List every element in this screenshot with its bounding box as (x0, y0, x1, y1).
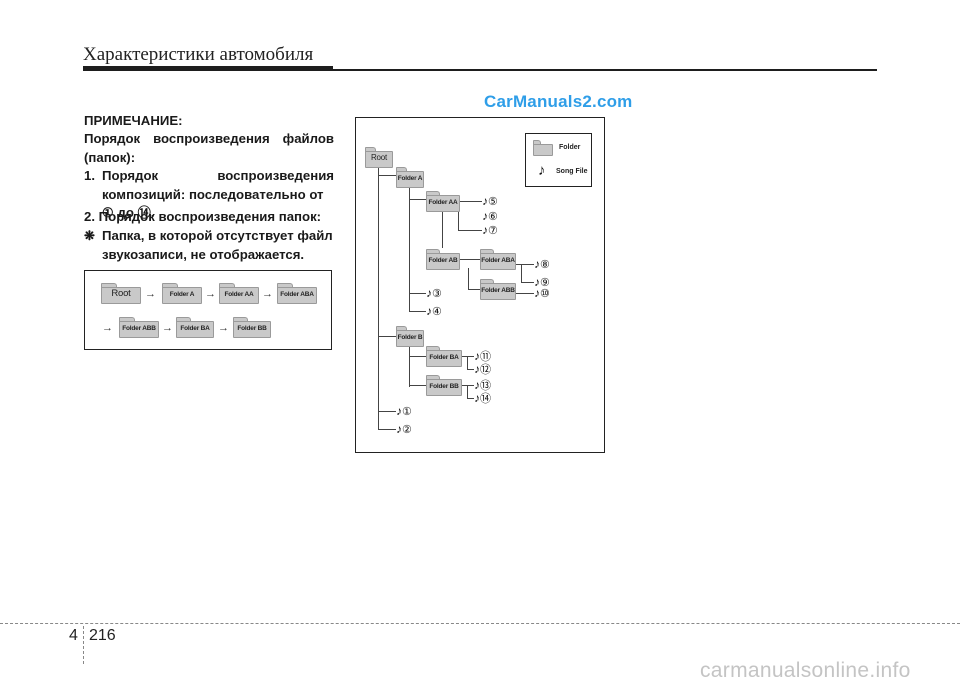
tree-folder-abb: Folder ABB (480, 279, 516, 300)
legend-song-icon: ♪ (538, 162, 546, 179)
seq-folder-bb: Folder BB (233, 317, 271, 338)
note-item-2: 2. Порядок воспроизведения папок: (84, 209, 322, 224)
watermark-bottom[interactable]: carmanualsonline.info (700, 659, 911, 682)
tree-folder-ab: Folder AB (426, 249, 460, 270)
tree-line (378, 175, 396, 176)
tree-line (458, 230, 482, 231)
tree-line (467, 398, 474, 399)
watermark-top[interactable]: CarManuals2.com (484, 92, 633, 111)
note-item-3-line2: звукозаписи, не отображается. (102, 246, 305, 262)
tree-song-14: ♪⑭ (474, 391, 491, 405)
tree-song-3: ♪③ (426, 286, 442, 300)
note-item-1-line3: ① до ⑭. (102, 205, 155, 220)
page-number: 216 (89, 627, 116, 644)
tree-line (458, 201, 459, 231)
tree-line (458, 201, 482, 202)
tree-song-2: ♪② (396, 422, 412, 436)
tree-folder-root: Root (365, 147, 393, 168)
tree-song-4: ♪④ (426, 304, 442, 318)
tree-line (378, 429, 396, 430)
tree-line (516, 293, 534, 294)
note-item-3: ❋ Папка, в которой отсутствует файл звук… (84, 227, 334, 264)
note-item-1-number: 1. (84, 168, 95, 183)
tree-song-12: ♪⑫ (474, 362, 491, 376)
seq-folder-ba: Folder BA (176, 317, 214, 338)
tree-line (467, 356, 468, 370)
tree-line (468, 289, 480, 290)
note-item-3-mark: ❋ (84, 228, 96, 243)
legend-folder-label: Folder (559, 144, 581, 151)
tree-song-11: ♪⑪ (474, 349, 491, 363)
tree-line (462, 356, 474, 357)
seq-arrow: → (205, 288, 216, 300)
seq-arrow: → (102, 322, 113, 334)
tree-folder-a: Folder A (396, 167, 424, 188)
header-rule-thin (333, 69, 877, 71)
tree-song-5: ♪⑤ (482, 194, 498, 208)
seq-arrow: → (262, 288, 273, 300)
tree-line (462, 385, 474, 386)
legend-folder-icon (533, 140, 553, 156)
footer-rule (0, 623, 960, 624)
tree-song-6: ♪⑥ (482, 209, 498, 223)
tree-line (521, 264, 522, 283)
tree-line (378, 411, 396, 412)
tree-legend: Folder ♪ Song File (525, 133, 592, 187)
tree-line (458, 259, 480, 260)
tree-folder-ba: Folder BA (426, 346, 462, 367)
tree-line (468, 268, 469, 290)
footer-divider (83, 626, 84, 664)
note-item-1-line2: композиций: последовательно от (102, 186, 324, 202)
header-rule-thick (83, 66, 333, 71)
tree-line (378, 336, 396, 337)
tree-line (409, 356, 426, 357)
tree-line (467, 369, 474, 370)
tree-line (409, 187, 410, 312)
legend-song-label: Song File (556, 168, 588, 175)
tree-song-9: ♪⑨ (534, 275, 550, 289)
tree-song-8: ♪⑧ (534, 257, 550, 271)
tree-song-7: ♪⑦ (482, 223, 498, 237)
tree-line (467, 385, 468, 399)
note-order-title-line2: (папок): (84, 149, 136, 165)
tree-song-10: ♪⑩ (534, 286, 550, 300)
seq-folder-root: Root (101, 283, 141, 304)
seq-folder-aa: Folder AA (219, 283, 259, 304)
tree-song-13: ♪⑬ (474, 378, 491, 392)
seq-folder-aba: Folder ABA (277, 283, 317, 304)
tree-song-1: ♪① (396, 404, 412, 418)
tree-line (378, 163, 379, 429)
note-item-1-line1: Порядок воспроизведения (102, 168, 334, 183)
tree-folder-b: Folder B (396, 326, 424, 347)
tree-line (409, 343, 410, 387)
seq-arrow: → (145, 288, 156, 300)
tree-line (516, 264, 534, 265)
seq-arrow: → (218, 322, 229, 334)
tree-line (409, 311, 426, 312)
page-section-number: 4 (69, 627, 78, 644)
note-item-3-line1: Папка, в которой отсутствует файл (102, 228, 333, 243)
folder-tree-diagram: Root Folder A Folder AA Folder AB Folder… (355, 117, 605, 453)
seq-arrow: → (162, 322, 173, 334)
seq-folder-a: Folder A (162, 283, 202, 304)
page-header-title: Характеристики автомобиля (83, 44, 314, 65)
note-item-1: 1. Порядок воспроизведения композиций: п… (84, 167, 334, 223)
note-order-title-line1: Порядок воспроизведения файлов (84, 131, 334, 146)
note-heading: ПРИМЕЧАНИЕ: (84, 113, 183, 128)
tree-folder-aba: Folder ABA (480, 249, 516, 270)
seq-folder-abb: Folder ABB (119, 317, 159, 338)
folder-sequence-box: Root → Folder A → Folder AA → Folder ABA… (84, 270, 332, 350)
tree-folder-aa: Folder AA (426, 191, 460, 212)
tree-line (409, 385, 426, 386)
tree-line (442, 212, 443, 248)
tree-line (409, 199, 426, 200)
note-order-title: Порядок воспроизведения файлов (папок): (84, 130, 334, 167)
tree-line (409, 293, 426, 294)
tree-folder-bb: Folder BB (426, 375, 462, 396)
tree-line (521, 282, 534, 283)
